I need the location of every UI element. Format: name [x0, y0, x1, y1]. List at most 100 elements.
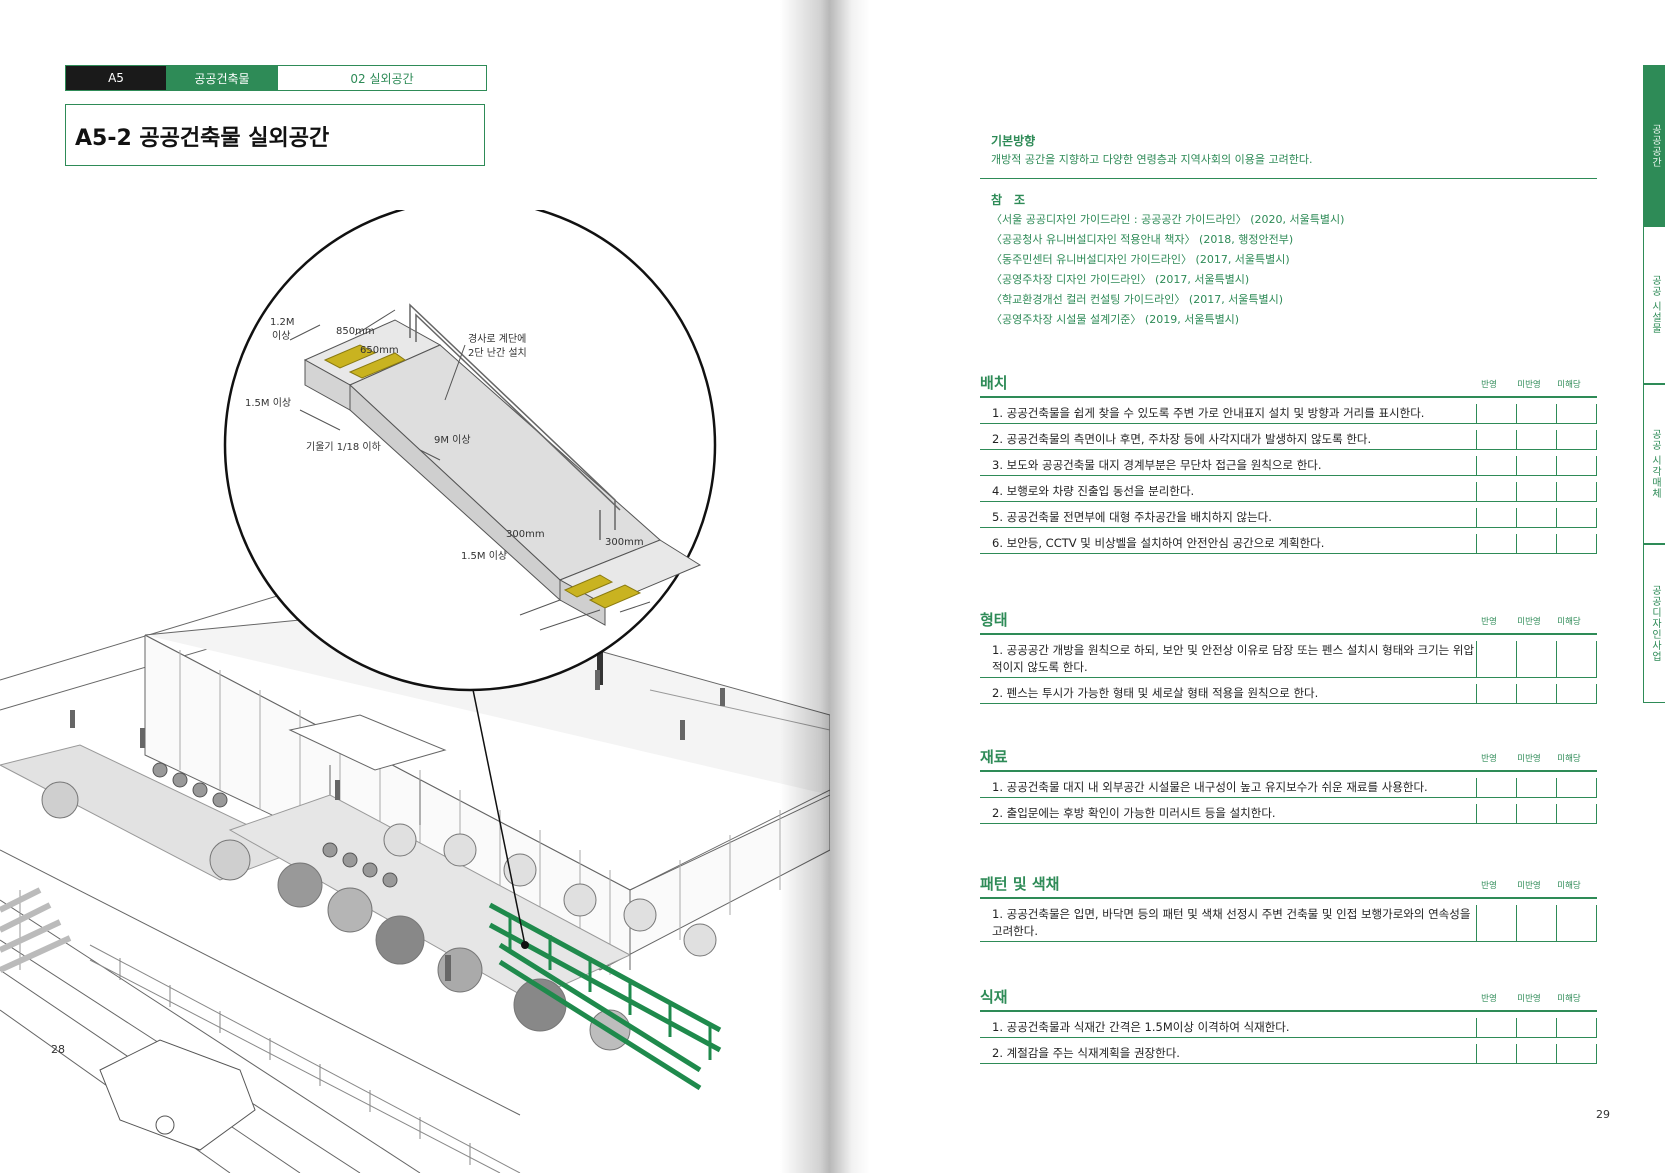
section-title: 패턴 및 색채 [980, 875, 1060, 893]
checkbox-not-applied[interactable] [1516, 1018, 1556, 1037]
checkbox-not-applicable[interactable] [1556, 905, 1597, 941]
right-page [830, 0, 1665, 1173]
side-tab-public-design-projects[interactable]: 공공디자인사업 [1643, 543, 1665, 703]
check-column-headers: 반영 미반영 미해당 [1481, 881, 1581, 891]
side-tab-public-visual-media[interactable]: 공공 시각매체 [1643, 383, 1665, 545]
checkbox-applied[interactable] [1476, 804, 1516, 823]
checklist-row: 2. 펜스는 투시가 가능한 형태 및 세로살 형태 적용을 원칙으로 한다. [980, 684, 1597, 704]
checkbox-applied[interactable] [1476, 482, 1516, 501]
checkbox-not-applied[interactable] [1516, 684, 1556, 703]
checklist-row: 1. 공공건축물과 식재간 간격은 1.5M이상 이격하여 식재한다. [980, 1018, 1597, 1038]
svg-text:이상: 이상 [272, 330, 290, 342]
checkbox-not-applicable[interactable] [1556, 508, 1597, 527]
label-handrail-650: 650mm [360, 345, 399, 356]
section-code: A5 [66, 66, 166, 90]
checklist-section-placement: 배치 반영 미반영 미해당 1. 공공건축물을 쉽게 찾을 수 있도록 주변 가… [980, 372, 1597, 554]
svg-text:2단 난간 설치: 2단 난간 설치 [468, 347, 527, 359]
people [70, 670, 725, 981]
checklist-row: 2. 출입문에는 후방 확인이 가능한 미러시트 등을 설치한다. [980, 804, 1597, 824]
checkbox-applied[interactable] [1476, 905, 1516, 941]
checkbox-applied[interactable] [1476, 1018, 1516, 1037]
check-column-headers: 반영 미반영 미해당 [1481, 617, 1581, 627]
checklist-row: 2. 공공건축물의 측면이나 후면, 주차장 등에 사각지대가 발생하지 않도록… [980, 430, 1597, 450]
checkbox-not-applicable[interactable] [1556, 534, 1597, 553]
checkbox-not-applied[interactable] [1516, 534, 1556, 553]
checkbox-applied[interactable] [1476, 430, 1516, 449]
reference-item: 〈공공청사 유니버설디자인 적용안내 책자〉 (2018, 행정안전부) [991, 233, 1294, 246]
label-landing-bottom: 1.5M 이상 [461, 550, 507, 562]
page-title: A5-2 공공건축물 실외공간 [75, 126, 330, 151]
reference-item: 〈공영주차장 시설물 설계기준〉 (2019, 서울특별시) [991, 313, 1240, 326]
checklist-row: 4. 보행로와 차량 진출입 동선을 분리한다. [980, 482, 1597, 502]
section-header-tabs: A5 공공건축물 02 실외공간 [65, 65, 487, 91]
checkbox-not-applicable[interactable] [1556, 684, 1597, 703]
reference-item: 〈학교환경개선 컬러 컨설팅 가이드라인〉 (2017, 서울특별시) [991, 293, 1284, 306]
references-label: 참 조 [991, 193, 1026, 207]
checkbox-not-applicable[interactable] [1556, 430, 1597, 449]
checklist-row: 1. 공공건축물 대지 내 외부공간 시설물은 내구성이 높고 유지보수가 쉬운… [980, 778, 1597, 798]
checkbox-applied[interactable] [1476, 778, 1516, 797]
checkbox-not-applied[interactable] [1516, 641, 1556, 677]
checkbox-not-applicable[interactable] [1556, 404, 1597, 423]
checklist-section-planting: 식재 반영 미반영 미해당 1. 공공건축물과 식재간 간격은 1.5M이상 이… [980, 986, 1597, 1064]
section-title: 식재 [980, 988, 1008, 1006]
checkbox-applied[interactable] [1476, 456, 1516, 475]
reference-item: 〈동주민센터 유니버설디자인 가이드라인〉 (2017, 서울특별시) [991, 253, 1290, 266]
checklist-row: 5. 공공건축물 전면부에 대형 주차공간을 배치하지 않는다. [980, 508, 1597, 528]
label-width-min: 1.2M [270, 317, 295, 328]
section-subsection: 02 실외공간 [350, 71, 414, 86]
bollards [152, 762, 398, 888]
divider [980, 178, 1597, 179]
label-length: 9M 이상 [434, 434, 471, 446]
checkbox-applied[interactable] [1476, 1044, 1516, 1063]
checkbox-not-applied[interactable] [1516, 482, 1556, 501]
checkbox-not-applied[interactable] [1516, 905, 1556, 941]
building-exterior-illustration: 1.2M 이상 850mm 650mm 경사로 계단에 2단 난간 설치 1.5… [0, 210, 830, 1173]
checkbox-not-applicable[interactable] [1556, 482, 1597, 501]
checkbox-not-applied[interactable] [1516, 456, 1556, 475]
svg-text:경사로 계단에: 경사로 계단에 [468, 332, 526, 345]
checkbox-not-applied[interactable] [1516, 778, 1556, 797]
checkbox-not-applied[interactable] [1516, 1044, 1556, 1063]
callout-arrow [469, 674, 526, 946]
label-handrail-850: 850mm [336, 326, 375, 337]
checklist-row: 1. 공공건축물은 입면, 바닥면 등의 패턴 및 색채 선정시 주변 건축물 … [980, 905, 1597, 942]
label-slope: 기울기 1/18 이하 [306, 440, 381, 453]
checklist-section-materials: 재료 반영 미반영 미해당 1. 공공건축물 대지 내 외부공간 시설물은 내구… [980, 746, 1597, 824]
checkbox-not-applied[interactable] [1516, 804, 1556, 823]
checklist-section-form: 형태 반영 미반영 미해당 1. 공공공간 개방을 원칙으로 하되, 보안 및 … [980, 609, 1597, 704]
book-gutter-shadow [780, 0, 870, 1173]
checkbox-not-applicable[interactable] [1556, 1018, 1597, 1037]
checkbox-not-applicable[interactable] [1556, 456, 1597, 475]
ramp-dimension-labels: 1.2M 이상 850mm 650mm 경사로 계단에 2단 난간 설치 1.5… [245, 317, 644, 562]
basic-direction-label: 기본방향 [991, 134, 1036, 148]
label-landing-top: 1.5M 이상 [245, 397, 291, 409]
basic-direction-text: 개방적 공간을 지향하고 다양한 연령층과 지역사회의 이용을 고려한다. [991, 153, 1313, 166]
checklist-row: 1. 공공공간 개방을 원칙으로 하되, 보안 및 안전상 이유로 담장 또는 … [980, 641, 1597, 678]
checkbox-not-applied[interactable] [1516, 508, 1556, 527]
trees [41, 781, 717, 1051]
checkbox-applied[interactable] [1476, 534, 1516, 553]
checkbox-applied[interactable] [1476, 404, 1516, 423]
side-tab-public-facilities[interactable]: 공공 시설물 [1643, 225, 1665, 385]
section-title: 재료 [980, 748, 1008, 766]
ramp-detail [289, 303, 702, 631]
checkbox-not-applicable[interactable] [1556, 1044, 1597, 1063]
checkbox-not-applicable[interactable] [1556, 804, 1597, 823]
checkbox-not-applicable[interactable] [1556, 641, 1597, 677]
checklist-row: 2. 계절감을 주는 식재계획을 권장한다. [980, 1044, 1597, 1064]
checkbox-applied[interactable] [1476, 641, 1516, 677]
page-number-left: 28 [51, 1043, 65, 1056]
side-tab-public-space[interactable]: 공공공간 [1643, 65, 1665, 227]
section-title: 배치 [980, 374, 1008, 392]
checkbox-not-applied[interactable] [1516, 404, 1556, 423]
checkbox-applied[interactable] [1476, 684, 1516, 703]
checklist-section-pattern-color: 패턴 및 색채 반영 미반영 미해당 1. 공공건축물은 입면, 바닥면 등의 … [980, 873, 1597, 942]
checklist-row: 6. 보안등, CCTV 및 비상벨을 설치하여 안전안심 공간으로 계획한다. [980, 534, 1597, 554]
checkbox-not-applicable[interactable] [1556, 778, 1597, 797]
checkbox-not-applied[interactable] [1516, 430, 1556, 449]
checkbox-applied[interactable] [1476, 508, 1516, 527]
label-tactile-300a: 300mm [506, 529, 545, 540]
section-title: 형태 [980, 611, 1008, 629]
left-page: A5 공공건축물 02 실외공간 A5-2 공공건축물 실외공간 [0, 0, 830, 1173]
